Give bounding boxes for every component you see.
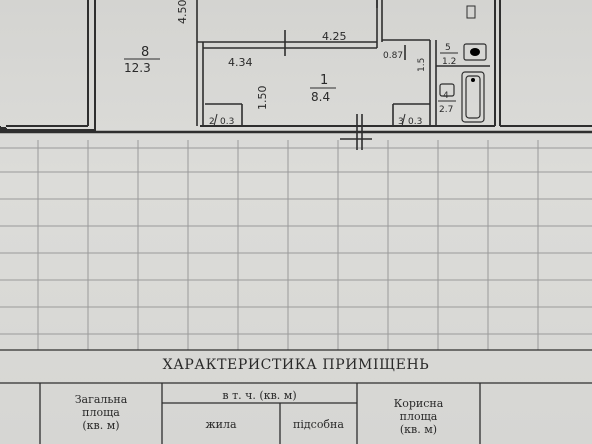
interior-walls [196,0,490,150]
drawing-grid [0,140,592,350]
room-5-area: 1.2 [442,57,456,67]
useful-area-header: Корисна площа (кв. м) [357,397,480,436]
room-1-area: 8.4 [311,90,330,104]
room-8-area: 12.3 [124,61,151,75]
room-1-number: 1 [320,73,328,88]
total-area-label-1: Загальна [74,393,128,406]
useful-area-label-3: (кв. м) [399,423,438,436]
total-area-header: Загальна площа (кв. м) [40,393,162,432]
sink-icon [439,83,455,97]
dimension-1-50: 1.50 [256,86,269,111]
table-title: ХАРАКТЕРИСТИКА ПРИМІЩЕНЬ [162,357,430,373]
bathtub-icon [461,71,485,123]
room-4-area: 2.7 [439,105,453,115]
useful-area-label-1: Корисна [393,397,444,410]
radiator-icon [466,5,476,19]
auxiliary-area-header: підсобна [293,418,344,431]
dimension-4-34: 4.34 [228,56,253,69]
room-5-number: 5 [445,43,451,53]
including-header: в т. ч. (кв. м) [222,389,297,402]
dimension-0-87: 0.87 [383,51,403,61]
room-3-area: 0.3 [408,117,422,127]
toilet-icon [463,43,487,61]
room-4-number: 4 [443,91,449,101]
dimension-4-25: 4.25 [322,30,347,43]
dimension-4-50: 4.50 [176,0,189,24]
dimension-1-5: 1.5 [417,58,427,72]
living-area-header: жила [205,418,237,431]
useful-area-label-2: площа [399,410,438,423]
room-2-number: 2 [209,117,215,127]
room-2-area: 0.3 [220,117,234,127]
characteristics-table-lines [0,349,592,444]
room-3-number: 3 [398,117,404,127]
total-area-label-2: площа [82,406,120,419]
total-area-label-3: (кв. м) [82,419,120,432]
room-8-number: 8 [141,45,149,60]
exterior-walls [0,0,592,134]
